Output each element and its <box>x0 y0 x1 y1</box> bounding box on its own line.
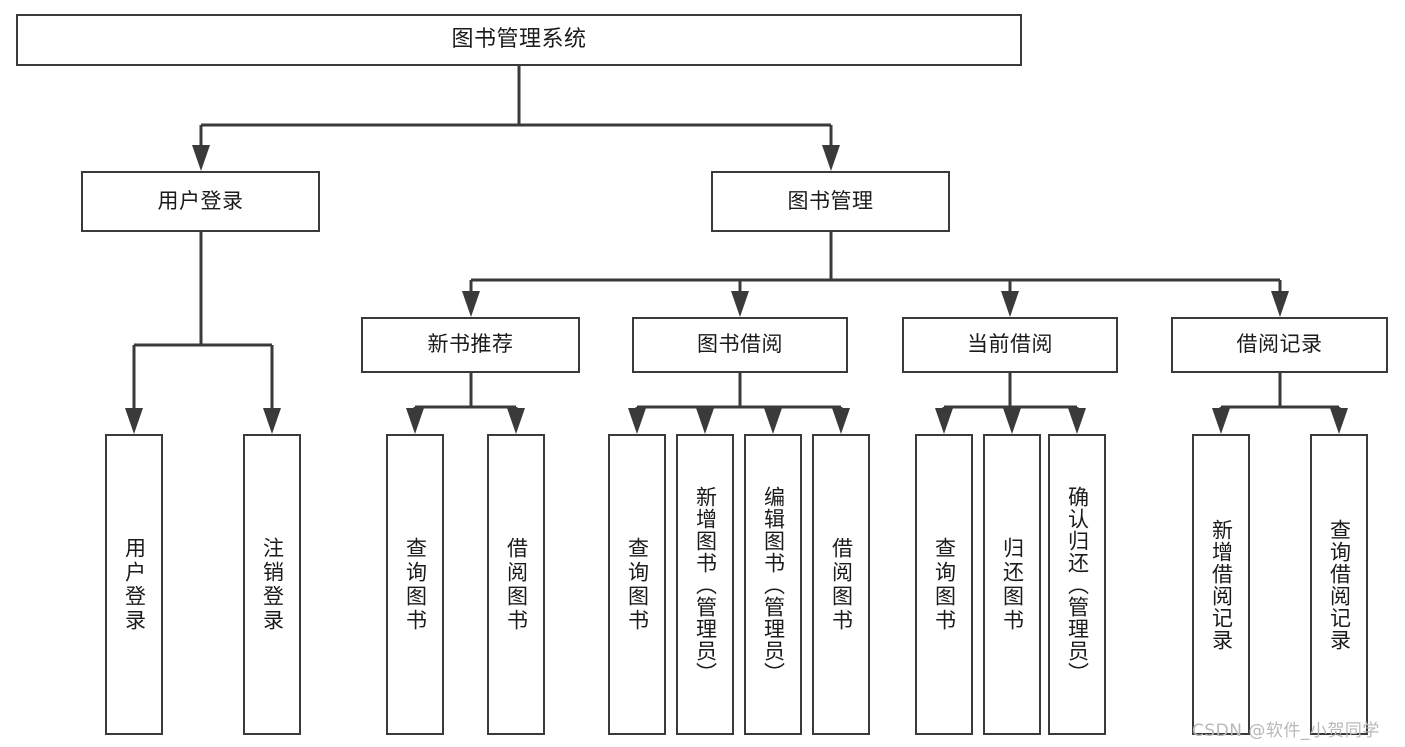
node-label: 查询借阅记录 <box>1327 518 1352 651</box>
leaf-borrow-lend-book[interactable]: 借阅图书 <box>812 434 870 735</box>
node-label: 当前借阅 <box>967 332 1053 357</box>
node-label: 图书管理 <box>787 188 874 213</box>
node-label: 查询图书 <box>932 536 957 633</box>
node-label: 注销登录 <box>260 536 285 633</box>
node-label: 用户登录 <box>157 188 244 213</box>
leaf-borrow-add-book-admin[interactable]: 新增图书（管理员） <box>676 434 734 735</box>
node-new-book-recommend[interactable]: 新书推荐 <box>361 317 580 373</box>
leaf-user-logout[interactable]: 注销登录 <box>243 434 301 735</box>
node-label: 借阅记录 <box>1236 332 1323 357</box>
node-book-borrow[interactable]: 图书借阅 <box>632 317 848 373</box>
leaf-new-query-book[interactable]: 查询图书 <box>386 434 444 735</box>
node-label: 查询图书 <box>403 536 428 633</box>
node-label: 借阅图书 <box>504 536 529 633</box>
node-label: 新书推荐 <box>427 332 514 357</box>
leaf-record-query[interactable]: 查询借阅记录 <box>1310 434 1368 735</box>
node-label: 查询图书 <box>625 536 650 633</box>
node-label: 编辑图书（管理员） <box>761 485 786 684</box>
node-label: 借阅图书 <box>829 536 854 633</box>
node-label: 图书管理系统 <box>451 26 587 52</box>
csdn-watermark: CSDN @软件_小贺同学 <box>1192 721 1380 741</box>
leaf-current-query-book[interactable]: 查询图书 <box>915 434 973 735</box>
node-current-borrow[interactable]: 当前借阅 <box>902 317 1118 373</box>
node-user-login-module[interactable]: 用户登录 <box>81 171 320 232</box>
node-root-system[interactable]: 图书管理系统 <box>16 14 1022 66</box>
leaf-record-add[interactable]: 新增借阅记录 <box>1192 434 1250 735</box>
node-label: 新增图书（管理员） <box>693 485 718 684</box>
leaf-borrow-query-book[interactable]: 查询图书 <box>608 434 666 735</box>
node-label: 归还图书 <box>1000 536 1025 633</box>
node-label: 图书借阅 <box>697 332 783 357</box>
node-label: 确认归还（管理员） <box>1065 485 1090 684</box>
leaf-user-login[interactable]: 用户登录 <box>105 434 163 735</box>
leaf-borrow-edit-book-admin[interactable]: 编辑图书（管理员） <box>744 434 802 735</box>
node-book-management-module[interactable]: 图书管理 <box>711 171 950 232</box>
leaf-current-return-book[interactable]: 归还图书 <box>983 434 1041 735</box>
node-borrow-record[interactable]: 借阅记录 <box>1171 317 1388 373</box>
leaf-current-confirm-return-admin[interactable]: 确认归还（管理员） <box>1048 434 1106 735</box>
node-label: 新增借阅记录 <box>1209 518 1234 651</box>
leaf-new-borrow-book[interactable]: 借阅图书 <box>487 434 545 735</box>
node-label: 用户登录 <box>122 536 147 633</box>
